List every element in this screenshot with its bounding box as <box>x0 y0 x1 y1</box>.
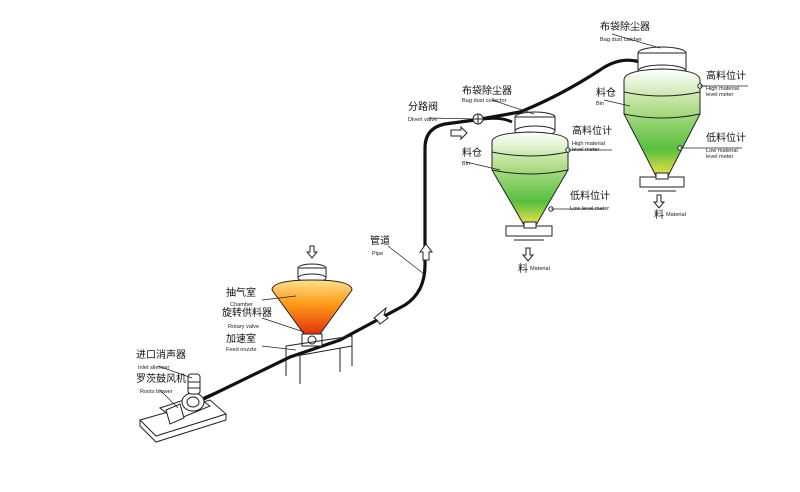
high-level-meter-1-label: 高料位计 <box>572 124 612 137</box>
roots-blower-label: 罗茨鼓风机 <box>136 372 186 385</box>
roots-blower-en: Roots blower <box>140 389 173 395</box>
bin-2-en: Bin <box>596 101 604 107</box>
bag-dust-catcher-2-label: 布袋除尘器 <box>600 20 650 33</box>
pipe-en: Pipe <box>372 251 383 257</box>
high-level-meter-2-en-1: High material <box>706 86 739 92</box>
divert-valve-en: Divert valve <box>408 117 437 123</box>
low-level-meter-1-label: 低料位计 <box>570 189 610 202</box>
low-level-meter-1-en: Low level meter <box>570 206 609 212</box>
bin-1-en: Bin <box>462 161 470 167</box>
bin-2 <box>623 46 703 192</box>
feed-inlet-arrow-icon <box>305 245 319 259</box>
high-level-meter-1-en-1: High material <box>572 141 605 147</box>
bin-1 <box>491 111 571 241</box>
high-level-meter-2-label: 高料位计 <box>706 69 746 82</box>
bag-dust-catcher-2-en: Bag dust catcher <box>600 37 642 43</box>
low-level-meter-2-en-1: Low material <box>706 148 738 154</box>
leader-lines <box>157 33 748 409</box>
inlet-silencer-label: 进口消声器 <box>136 348 186 361</box>
flow-arrow-right-icon <box>450 125 468 141</box>
divert-valve-label: 分路阀 <box>408 100 438 113</box>
rotary-valve-label: 旋转供料器 <box>222 306 272 319</box>
bin-1-label: 料仓 <box>462 146 482 159</box>
rotary-valve-en: Rotary valve <box>228 324 259 330</box>
low-level-meter-2-en-2: level meter <box>706 154 733 160</box>
inlet-silencer-en: Inlet silencer <box>138 365 170 371</box>
material-outlet-arrow-1-icon <box>521 247 535 262</box>
high-level-meter-2-en-2: level meter <box>706 92 733 98</box>
chamber-label: 抽气室 <box>226 286 256 299</box>
material-outlet-arrow-2-icon <box>652 194 666 209</box>
conveying-pipe <box>183 58 652 410</box>
material-2-en: Material <box>666 212 686 218</box>
low-level-meter-2-label: 低料位计 <box>706 131 746 144</box>
chamber-en: Chamber <box>230 302 253 308</box>
pipe-label: 管道 <box>370 234 390 247</box>
roots-blower <box>139 373 227 443</box>
bag-dust-catcher-1-label: 布袋除尘器 <box>462 84 512 97</box>
flow-arrow-diagonal-icon <box>373 306 389 325</box>
bin-2-label: 料仓 <box>596 86 616 99</box>
high-level-meter-1-en-2: level meter <box>572 147 599 153</box>
flow-arrow-up-icon <box>419 243 433 261</box>
bag-dust-catcher-1-en: Bag dust collector <box>462 98 507 104</box>
material-1-en: Material <box>530 266 550 272</box>
feed-hopper <box>271 245 353 384</box>
feed-nozzle-en: Feed nozzle <box>226 347 256 353</box>
material-2-label: 料 <box>654 208 664 221</box>
material-1-label: 料 <box>518 262 528 275</box>
feed-nozzle-label: 加速室 <box>226 332 256 345</box>
